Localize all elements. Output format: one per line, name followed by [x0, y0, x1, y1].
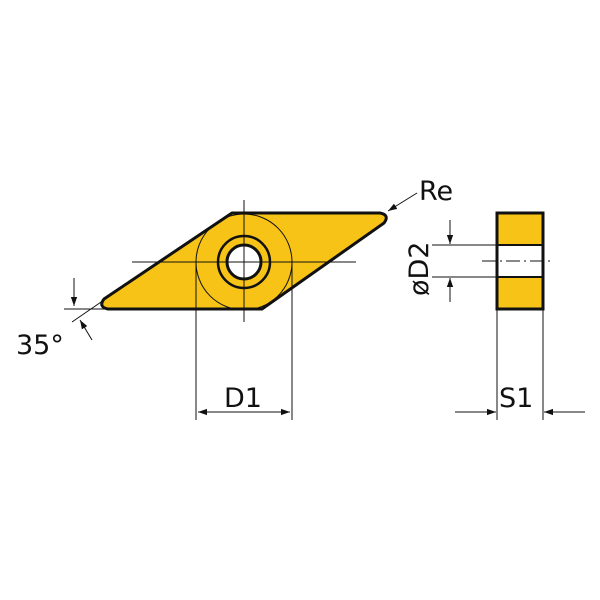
d2-label: øD2 — [404, 242, 435, 297]
s1-label: S1 — [499, 383, 533, 414]
d1-dimension: D1 — [195, 262, 293, 420]
side-bottom-band — [497, 277, 543, 309]
top-view — [64, 200, 388, 322]
side-top-band — [497, 213, 543, 245]
angle-label: 35° — [16, 330, 64, 361]
corner-radius-label: Re — [419, 176, 453, 207]
s1-dimension: S1 — [455, 309, 585, 420]
d1-label: D1 — [224, 383, 262, 414]
side-view — [482, 211, 554, 311]
angle-dimension: 35° — [16, 278, 105, 361]
d2-dimension: øD2 — [404, 220, 497, 302]
corner-radius-dimension: Re — [387, 176, 453, 212]
